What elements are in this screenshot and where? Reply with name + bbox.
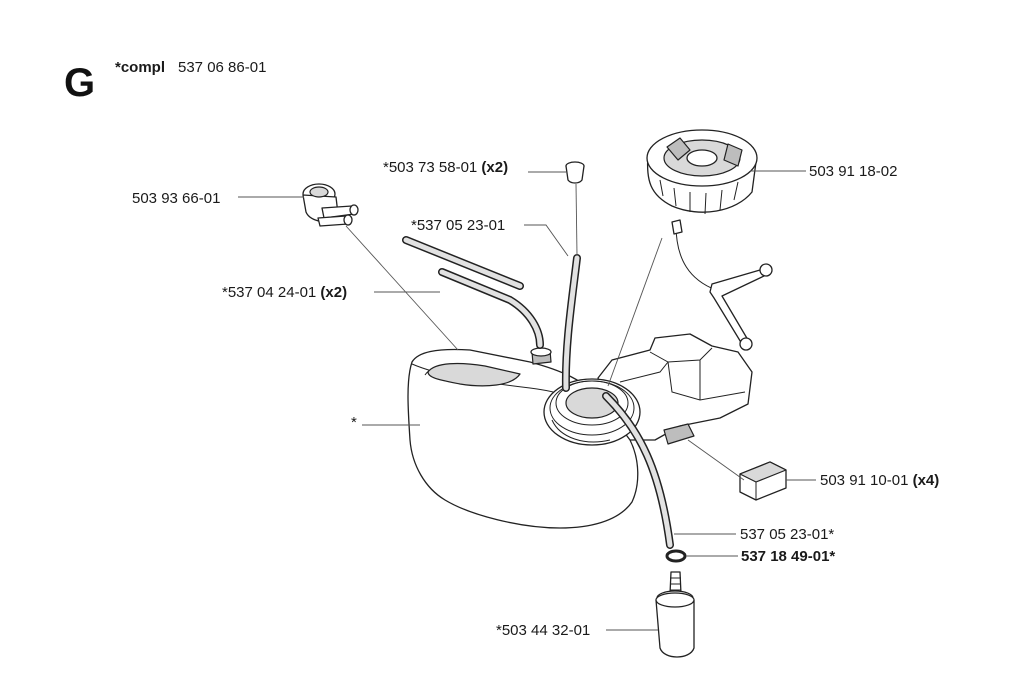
label-fuel-hoses: *537 04 24-01 (x2)	[222, 284, 347, 301]
compl-number: 537 06 86-01	[178, 59, 266, 76]
label-rubber-mount: 503 91 10-01 (x4)	[820, 472, 939, 489]
label-tank: *	[351, 414, 357, 431]
label-fuel-cap: 503 91 18-02	[809, 163, 897, 180]
fuel-tank	[407, 333, 753, 529]
leader-primer-bulb-axis	[345, 225, 459, 351]
leader-fuel-cap-axis	[607, 237, 663, 387]
vent-valve	[565, 161, 585, 184]
label-lower-fuel-hose: 537 05 23-01*	[740, 526, 834, 543]
leader-vent-hose	[524, 224, 569, 257]
label-fuel-filter: *503 44 32-01	[496, 622, 590, 639]
vent-hose	[561, 254, 581, 392]
leader-vent-valve-axis	[575, 183, 578, 256]
lower-fuel-hose	[602, 392, 674, 549]
fuel-filter	[655, 571, 695, 658]
fuel-cap	[646, 129, 773, 351]
rubber-mount	[739, 461, 787, 501]
fuel-hoses	[402, 236, 544, 349]
primer-bulb	[302, 183, 359, 227]
section-letter: G	[64, 61, 95, 105]
label-primer-bulb: 503 93 66-01	[132, 190, 220, 207]
label-o-ring: 537 18 49-01*	[741, 548, 835, 565]
o-ring	[665, 549, 687, 563]
compl-prefix: *compl	[115, 59, 165, 76]
leader-rubber-mount-axis	[687, 439, 745, 481]
label-vent-valve: *503 73 58-01 (x2)	[383, 159, 508, 176]
label-vent-hose: *537 05 23-01	[411, 217, 505, 234]
